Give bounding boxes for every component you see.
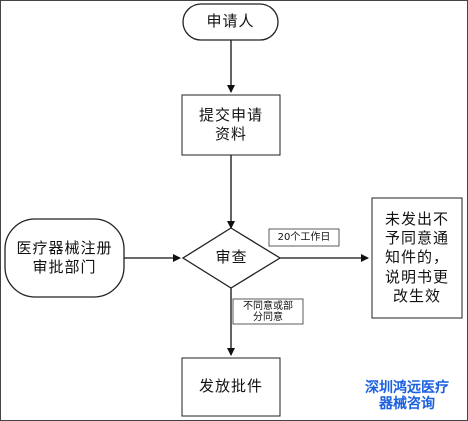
node-issue: 发放批件 <box>198 377 263 396</box>
deadline-label: 20个工作日 <box>277 232 331 243</box>
node-applicant-shape <box>182 3 279 41</box>
node-review-shape <box>181 227 282 289</box>
watermark-text: 深圳鸿远医疗 器械咨询 <box>365 380 449 413</box>
node-issue-shape <box>181 357 281 417</box>
node-submit-shape <box>181 94 281 156</box>
node-authority-shape <box>4 218 125 298</box>
disagree-label-box <box>232 298 304 325</box>
node-notice-shape <box>371 197 463 319</box>
node-applicant: 申请人 <box>206 12 255 31</box>
disagree-label: 不同意或部 分同意 <box>243 300 293 323</box>
node-notice: 未发出不 予同意通 知件的， 说明书更 改生效 <box>384 210 449 305</box>
deadline-label-box <box>268 228 340 247</box>
node-review: 审查 <box>215 248 248 267</box>
node-authority: 医疗器械注册 审批部门 <box>16 238 113 277</box>
node-submit: 提交申请 资料 <box>198 105 263 144</box>
